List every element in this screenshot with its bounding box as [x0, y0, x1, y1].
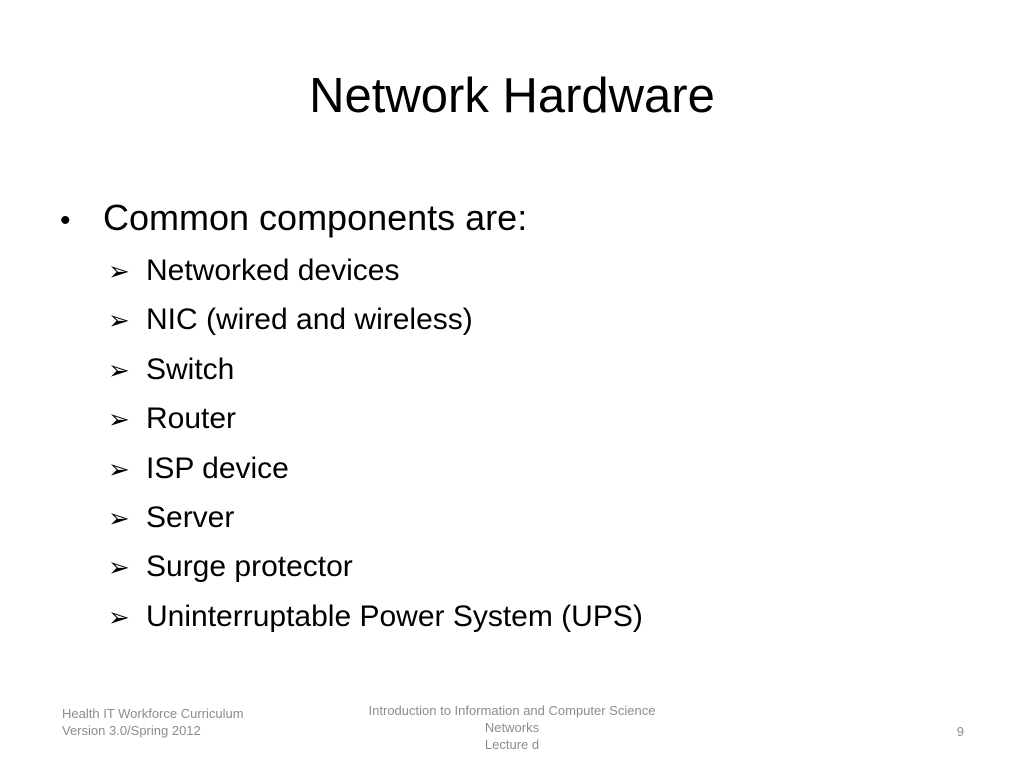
- bullet-text: Common components are:: [103, 197, 528, 238]
- arrow-bullet-icon: ➢: [108, 553, 130, 584]
- arrow-bullet-icon: ➢: [108, 306, 130, 337]
- arrow-bullet-icon: ➢: [108, 454, 130, 485]
- arrow-bullet-icon: ➢: [108, 257, 130, 287]
- bullet-item: • Common components are:: [58, 192, 958, 244]
- sub-bullet-item: ➢ Server: [108, 493, 958, 542]
- slide-title: Network Hardware: [309, 69, 715, 123]
- footer-course: Introduction to Information and Computer…: [312, 702, 712, 753]
- sub-bullet-text: ISP device: [146, 451, 289, 485]
- sub-bullet-text: Networked devices: [146, 254, 400, 287]
- arrow-bullet-icon: ➢: [108, 355, 130, 386]
- sub-bullet-item: ➢ Uninterruptable Power System (UPS): [108, 592, 958, 641]
- footer-left-line: Health IT Workforce Curriculum: [62, 706, 244, 721]
- sub-bullet-item: ➢ NIC (wired and wireless): [108, 295, 958, 344]
- sub-bullet-item: ➢ Router: [108, 394, 958, 443]
- sub-bullet-item: ➢ Surge protector: [108, 542, 958, 591]
- arrow-bullet-icon: ➢: [108, 405, 130, 436]
- sub-bullet-text: NIC (wired and wireless): [146, 303, 473, 337]
- sub-bullet-item: ➢ Networked devices: [108, 246, 958, 295]
- page-number: 9: [956, 724, 964, 739]
- sub-bullet-item: ➢ Switch: [108, 345, 958, 394]
- footer-center-line: Networks: [484, 720, 540, 735]
- footer-curriculum: Health IT Workforce Curriculum Version 3…: [62, 705, 244, 739]
- arrow-bullet-icon: ➢: [108, 602, 130, 633]
- sub-bullet-text: Switch: [146, 352, 235, 386]
- sub-bullet-item: ➢ ISP device: [108, 444, 958, 493]
- footer-left-line: Version 3.0/Spring 2012: [62, 723, 201, 738]
- sub-bullet-text: Router: [146, 402, 237, 436]
- sub-bullet-text: Server: [146, 500, 235, 534]
- slide-body: • Common components are: ➢ Networked dev…: [58, 192, 958, 641]
- footer-center-line: Introduction to Information and Computer…: [368, 703, 656, 718]
- footer-center-line: Lecture d: [484, 737, 540, 752]
- arrow-bullet-icon: ➢: [108, 503, 130, 534]
- bullet-marker: •: [60, 204, 71, 237]
- sub-bullet-list: ➢ Networked devices ➢ NIC (wired and wir…: [58, 246, 958, 641]
- sub-bullet-text: Surge protector: [146, 550, 353, 584]
- sub-bullet-text: Uninterruptable Power System (UPS): [146, 599, 643, 633]
